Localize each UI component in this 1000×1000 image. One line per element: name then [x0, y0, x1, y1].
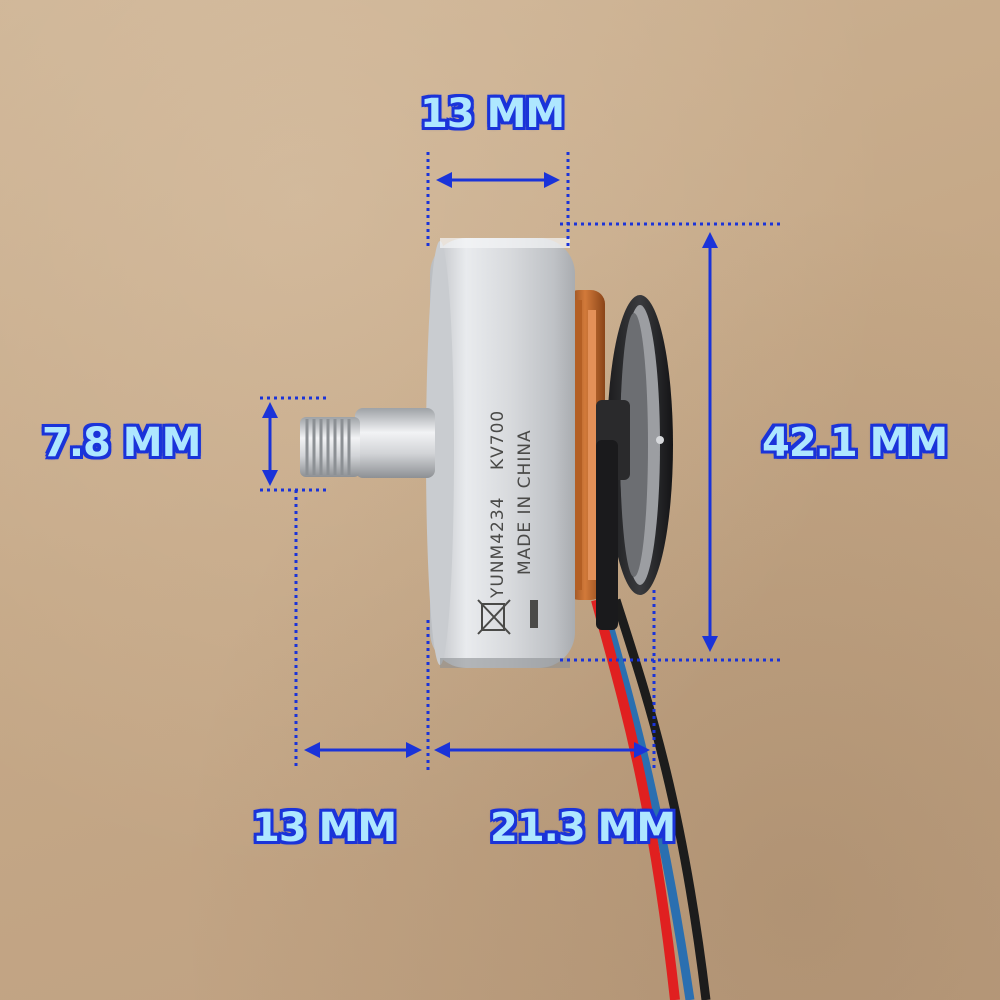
- shaft-diameter-label: 7.8 MM: [42, 420, 201, 466]
- model-marking: YUNM4234: [488, 497, 508, 599]
- rotor-width-label: 13 MM: [420, 91, 565, 137]
- dimension-lines: [260, 152, 780, 770]
- blue-wire: [597, 598, 695, 1000]
- marking-bar: [530, 600, 538, 628]
- kv-marking: KV700: [488, 410, 508, 470]
- rotor-bell: [426, 238, 575, 668]
- rotor-engraving: YUNM4234 KV700 MADE IN CHINA: [477, 410, 538, 635]
- shaft-length-label: 13 MM: [252, 805, 397, 851]
- origin-marking: MADE IN CHINA: [515, 429, 535, 575]
- mounting-flange: [607, 295, 673, 595]
- motor-shaft: [300, 408, 435, 478]
- outer-diameter-label: 42.1 MM: [762, 420, 948, 466]
- black-wire: [611, 598, 711, 1000]
- recycle-bin-icon: [477, 599, 511, 635]
- body-length-label: 21.3 MM: [490, 805, 676, 851]
